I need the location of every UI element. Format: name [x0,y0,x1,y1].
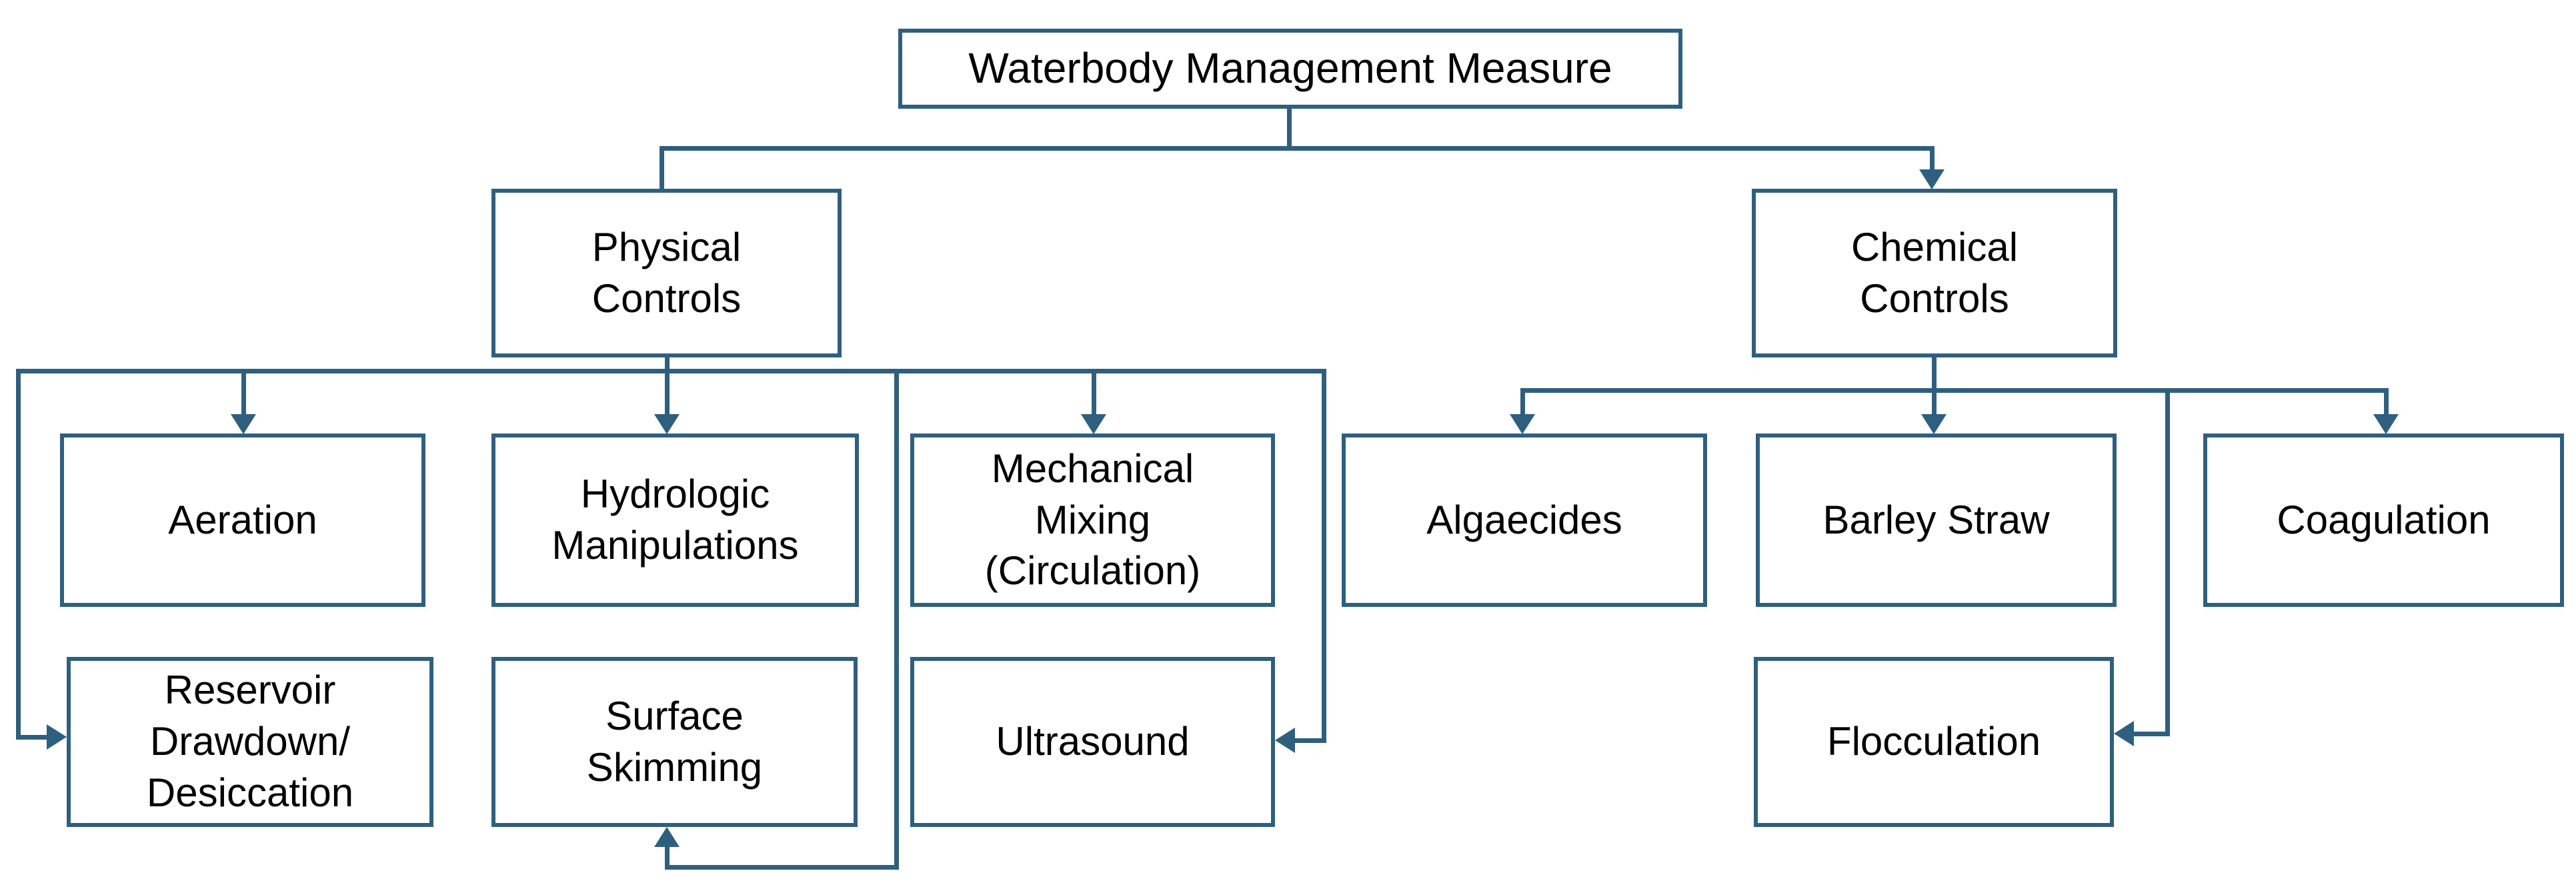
connector-to-ultrasound-horizontal [1294,738,1326,743]
connector-to-ultrasound-vertical [1322,369,1326,743]
connector-to-hydrologic [665,369,670,415]
connector-root-to-chemical [1930,146,1935,171]
connector-to-reservoir-vertical [16,369,21,740]
node-aeration: Aeration [60,433,425,607]
connector-to-coagulation [2384,388,2389,415]
connector-physical-stem [665,356,670,373]
connector-to-aeration [241,369,246,415]
connector-root-stem [1287,107,1292,148]
node-algaecides: Algaecides [1342,433,1707,607]
connector-chemical-stem [1932,355,1937,392]
connector-to-flocculation-horizontal [2133,732,2170,736]
connector-to-mechanical [1092,369,1096,415]
arrowhead-into-coagulation-icon [2373,414,2399,434]
arrowhead-into-mechanical-icon [1081,414,1106,434]
node-ultrasound: Ultrasound [910,657,1275,827]
connector-to-reservoir-horizontal [16,735,48,740]
node-coagulation: Coagulation [2203,433,2564,607]
node-hydrologic-manipulations: Hydrologic Manipulations [491,433,859,607]
node-chemical-controls: Chemical Controls [1752,189,2117,357]
node-reservoir-drawdown-desiccation: Reservoir Drawdown/ Desiccation [67,657,433,827]
connector-physical-horizontal-bus [16,369,1326,373]
node-surface-skimming: Surface Skimming [491,657,858,827]
arrowhead-into-flocculation-icon [2114,721,2134,746]
node-barley-straw: Barley Straw [1756,433,2117,607]
arrowhead-into-barley-icon [1921,414,1947,434]
connector-root-horizontal-bus [662,146,1934,151]
node-flocculation: Flocculation [1754,657,2114,827]
node-physical-controls: Physical Controls [491,189,842,357]
connector-root-to-physical [660,146,664,193]
node-waterbody-management-measure: Waterbody Management Measure [898,29,1682,109]
connector-to-algaecides [1520,388,1525,415]
arrowhead-into-reservoir-icon [47,724,67,750]
connector-to-barley [1932,388,1937,415]
arrowhead-into-algaecides-icon [1510,414,1535,434]
arrowhead-into-chemical-icon [1919,169,1945,189]
arrowhead-into-surface-icon [654,827,680,847]
connector-chemical-horizontal-bus [1520,388,2389,393]
connector-to-surface-horizontal [665,865,899,870]
connector-to-flocculation-vertical [2165,388,2170,736]
arrowhead-into-ultrasound-icon [1275,728,1295,753]
arrowhead-into-hydrologic-icon [654,414,680,434]
connector-to-surface-vertical [894,369,899,870]
connector-to-surface-riser [665,846,670,868]
arrowhead-into-aeration-icon [231,414,256,434]
node-mechanical-mixing: Mechanical Mixing (Circulation) [910,433,1275,607]
